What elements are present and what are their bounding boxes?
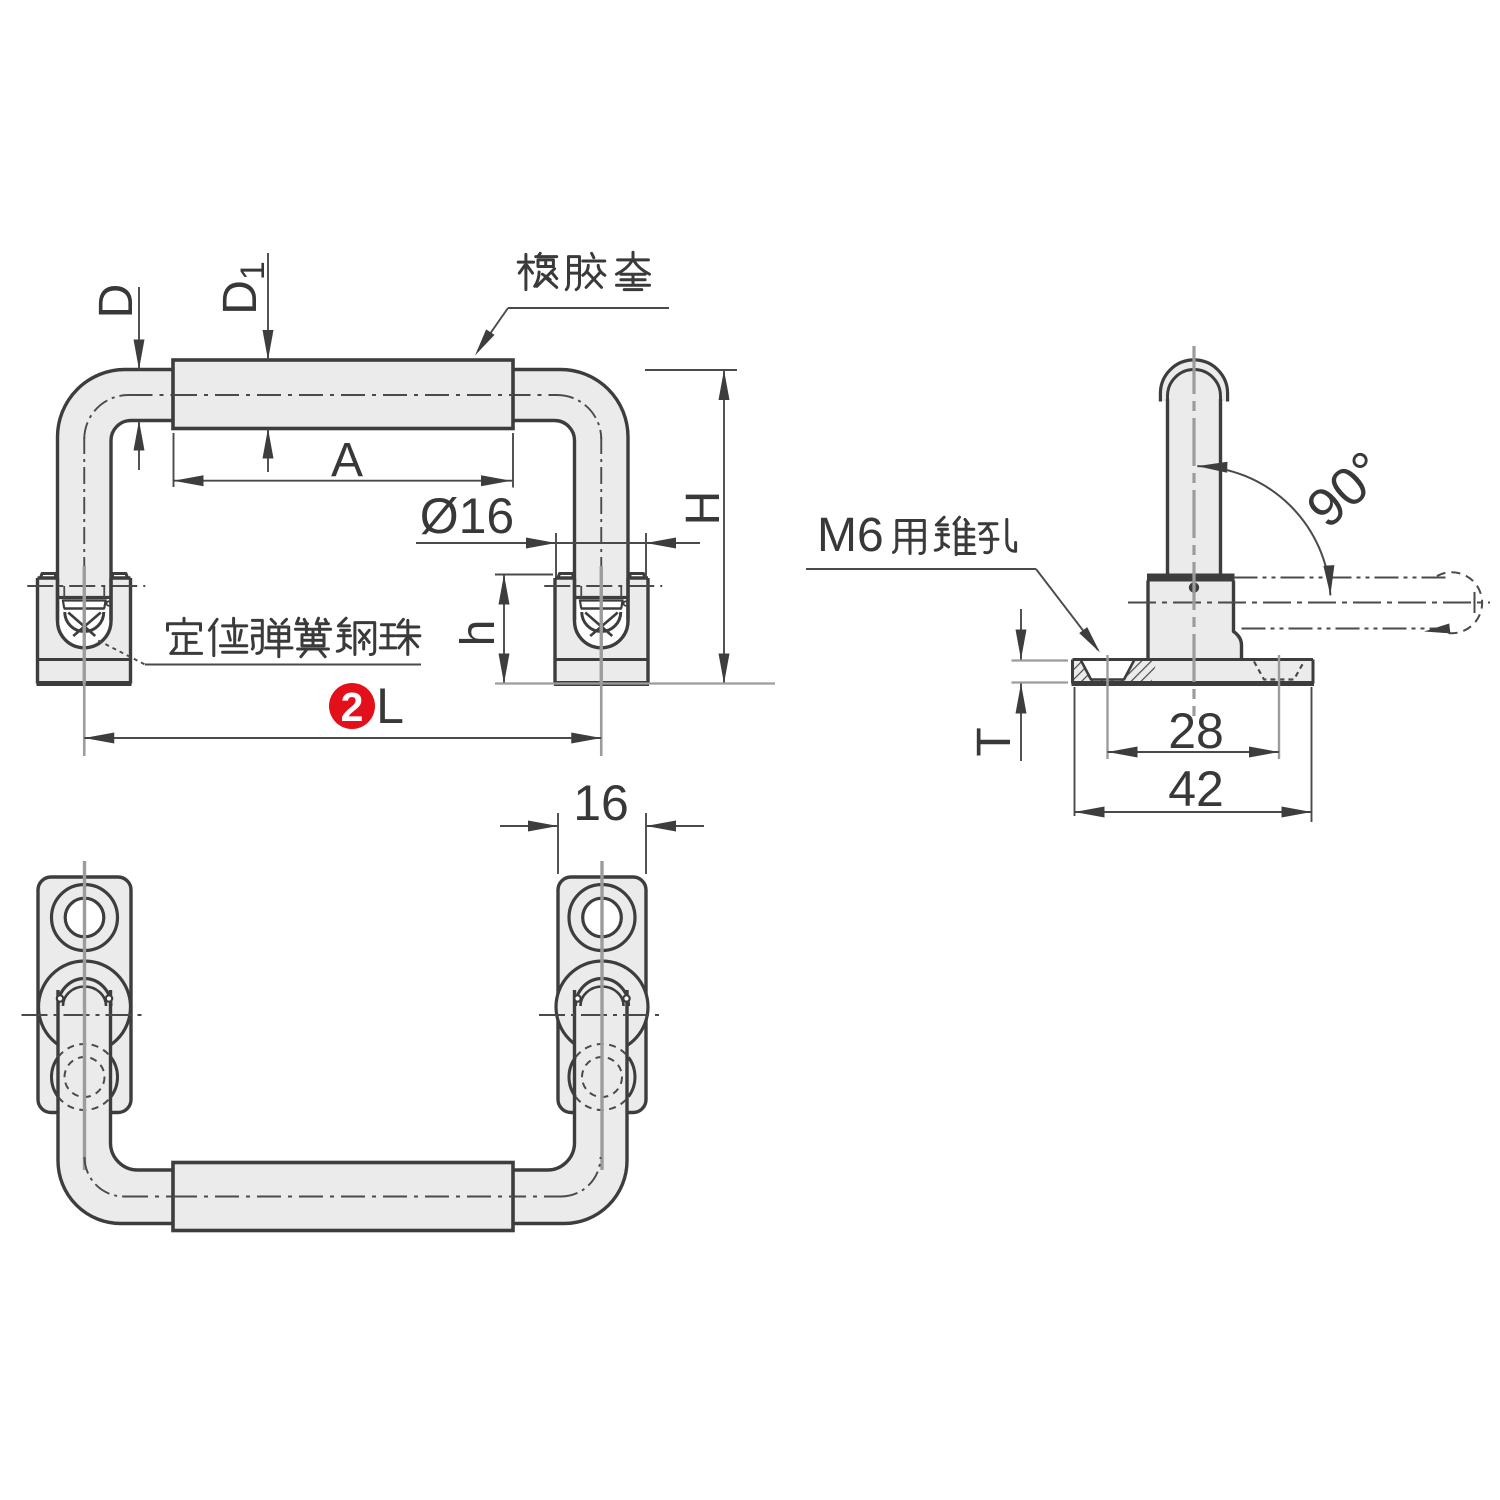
svg-text:T: T (968, 727, 1021, 756)
svg-text:L: L (376, 678, 404, 734)
svg-text:42: 42 (1168, 761, 1224, 817)
svg-text:M6: M6 (817, 509, 884, 562)
svg-text:H: H (677, 491, 730, 526)
svg-text:2: 2 (341, 684, 364, 730)
svg-text:A: A (331, 434, 363, 487)
svg-text:h: h (452, 620, 505, 647)
svg-text:16: 16 (573, 775, 629, 831)
svg-text:28: 28 (1168, 703, 1224, 759)
svg-text:Ø16: Ø16 (420, 488, 515, 544)
svg-text:D: D (90, 284, 143, 319)
